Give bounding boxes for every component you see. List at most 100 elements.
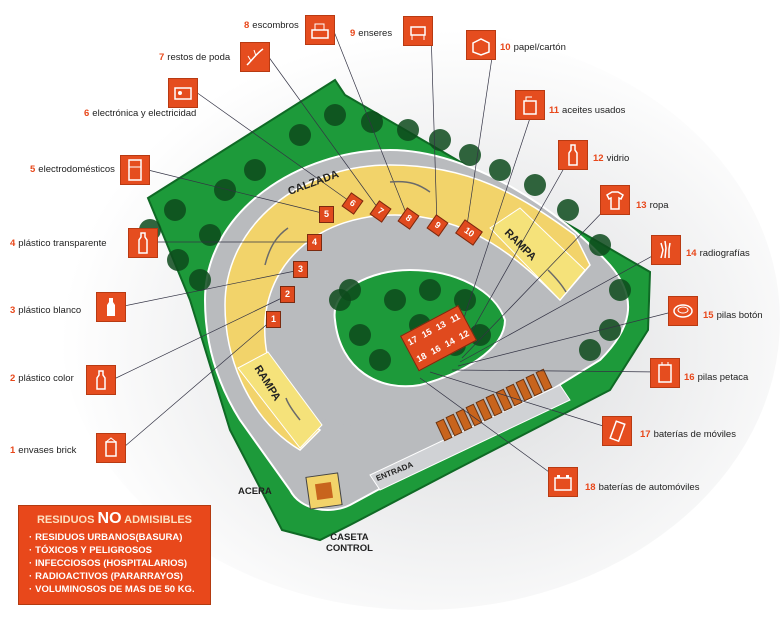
- white-plastic-bottle-icon-glyph: [107, 298, 115, 316]
- color-plastic-bottle-icon: [86, 365, 116, 395]
- parking-stall: [455, 408, 473, 432]
- leader-line: [457, 309, 681, 367]
- parking-stall: [445, 413, 463, 437]
- button-battery-icon: [668, 296, 698, 326]
- flat-battery-icon: [650, 358, 680, 388]
- leader-line: [430, 29, 438, 226]
- tree: [164, 199, 186, 221]
- tree: [369, 349, 391, 371]
- leader-line: [123, 269, 301, 307]
- tree: [349, 324, 371, 346]
- flow-arrow-bottom: [285, 397, 301, 421]
- parking-stall: [505, 383, 523, 407]
- tree: [459, 144, 481, 166]
- leader-line: [123, 319, 273, 448]
- clothes-icon: [600, 185, 630, 215]
- flat-battery-icon-glyph: [658, 362, 672, 383]
- leader-line: [113, 295, 287, 380]
- leader-line: [465, 43, 495, 233]
- tree: [419, 279, 441, 301]
- glass-bottle-icon-glyph: [568, 144, 578, 166]
- phone-battery-icon-glyph: [609, 420, 626, 443]
- not-admissible-item: VOLUMINOSOS DE MAS DE 50 KG.: [29, 583, 210, 596]
- flow-arrow-left: [264, 227, 289, 266]
- pruning-icon: [240, 42, 270, 72]
- oil-can-icon-glyph: [523, 96, 537, 115]
- tree: [199, 224, 221, 246]
- tree: [524, 174, 546, 196]
- leader-line: [461, 199, 615, 359]
- tree: [167, 249, 189, 271]
- parking-stall: [435, 418, 453, 442]
- car-battery-icon: [548, 467, 578, 497]
- tree: [557, 199, 579, 221]
- flow-arrow-right: [547, 269, 567, 293]
- not-admissible-item: RADIOACTIVOS (PARARRAYOS): [29, 570, 210, 583]
- parking-stall: [485, 393, 503, 417]
- phone-battery-icon: [602, 416, 632, 446]
- electronics-icon: [168, 78, 198, 108]
- clear-plastic-bottle-icon-glyph: [138, 232, 148, 254]
- slot-1: 1: [266, 311, 281, 328]
- leader-line: [429, 371, 617, 431]
- glass-bottle-icon: [558, 140, 588, 170]
- oil-can-icon: [515, 90, 545, 120]
- flow-arrow-top: [389, 180, 431, 193]
- tree: [599, 319, 621, 341]
- tree: [397, 119, 419, 141]
- rubble-icon: [305, 15, 335, 45]
- parking-stall: [475, 398, 493, 422]
- tree: [589, 234, 611, 256]
- color-plastic-bottle-icon-glyph: [96, 370, 106, 390]
- tree: [609, 279, 631, 301]
- brick-carton-icon: [96, 433, 126, 463]
- tree: [384, 289, 406, 311]
- tree: [214, 179, 236, 201]
- parking-stall: [525, 373, 543, 397]
- not-admissible-box: RESIDUOS NO ADMISIBLES RESIDUOS URBANOS(…: [18, 505, 211, 605]
- not-admissible-item: INFECCIOSOS (HOSPITALARIOS): [29, 557, 210, 570]
- furniture-icon-glyph: [410, 26, 426, 40]
- trees: [139, 104, 631, 371]
- tree: [361, 111, 383, 133]
- leader-line: [454, 117, 531, 346]
- furniture-icon: [403, 16, 433, 46]
- caseta-label: CASETA CONTROL: [326, 532, 373, 554]
- leader-line: [332, 28, 409, 219]
- button-battery-icon-glyph: [673, 304, 693, 318]
- caseta-line1: CASETA: [330, 532, 369, 543]
- slot-4: 4: [307, 234, 322, 251]
- not-admissible-item: TÓXICOS Y PELIGROSOS: [29, 544, 210, 557]
- clear-plastic-bottle-icon: [128, 228, 158, 258]
- not-admissible-list: RESIDUOS URBANOS(BASURA) TÓXICOS Y PELIG…: [19, 531, 210, 596]
- not-admissible-title: RESIDUOS NO ADMISIBLES: [36, 510, 193, 527]
- leader-line: [195, 91, 353, 204]
- tree: [579, 339, 601, 361]
- clothes-icon-glyph: [606, 191, 624, 210]
- tree: [454, 289, 476, 311]
- tree: [289, 124, 311, 146]
- not-admissible-item: RESIDUOS URBANOS(BASURA): [29, 531, 210, 544]
- acera-label: ACERA: [238, 486, 272, 497]
- caseta-line2: CONTROL: [326, 543, 373, 554]
- tree: [244, 159, 266, 181]
- leader-line: [451, 369, 663, 373]
- leader-line: [459, 248, 666, 363]
- leader-line: [147, 169, 327, 215]
